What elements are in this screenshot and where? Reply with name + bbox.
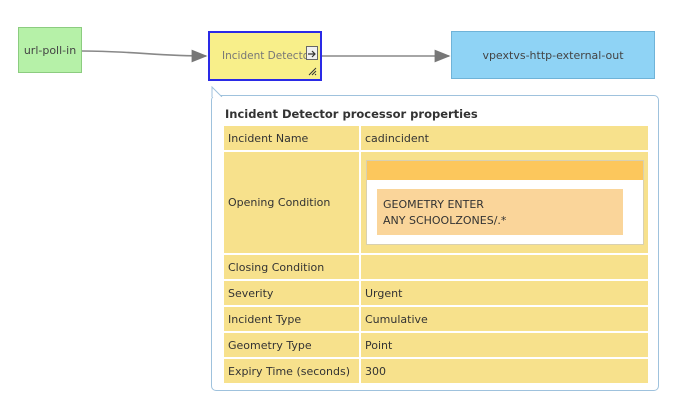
node-url-poll-in[interactable]: url-poll-in — [18, 27, 82, 73]
property-value[interactable] — [361, 255, 648, 279]
table-row: Expiry Time (seconds) 300 — [224, 359, 648, 383]
table-row: Closing Condition — [224, 255, 648, 279]
condition-expression[interactable]: GEOMETRY ENTER ANY SCHOOLZONES/.* — [377, 189, 623, 235]
condition-line: GEOMETRY ENTER — [383, 198, 484, 211]
table-row: Opening Condition GEOMETRY ENTER ANY SCH… — [224, 152, 648, 253]
node-incident-detector-label: Incident Detector — [222, 50, 314, 62]
table-row: Geometry Type Point — [224, 333, 648, 357]
resize-handle-icon[interactable] — [308, 67, 317, 76]
opening-condition-editor[interactable]: GEOMETRY ENTER ANY SCHOOLZONES/.* — [366, 160, 644, 245]
property-key: Incident Name — [224, 126, 361, 150]
output-port-icon[interactable] — [306, 46, 318, 60]
condition-line: ANY SCHOOLZONES/.* — [383, 214, 507, 227]
property-value[interactable]: 300 — [361, 359, 648, 383]
property-value[interactable]: cadincident — [361, 126, 648, 150]
panel-title: Incident Detector processor properties — [225, 107, 478, 121]
property-key: Closing Condition — [224, 255, 361, 279]
property-value[interactable]: Point — [361, 333, 648, 357]
properties-panel: Incident Detector processor properties I… — [211, 86, 659, 391]
property-value[interactable]: Urgent — [361, 281, 648, 305]
property-key: Expiry Time (seconds) — [224, 359, 361, 383]
condition-header-bar — [367, 161, 643, 180]
property-value[interactable]: Cumulative — [361, 307, 648, 331]
property-key: Opening Condition — [224, 152, 361, 253]
panel-pointer-caret — [211, 86, 223, 97]
node-http-external-out[interactable]: vpextvs-http-external-out — [451, 31, 655, 79]
table-row: Incident Type Cumulative — [224, 307, 648, 331]
properties-table: Incident Name cadincident Opening Condit… — [224, 124, 648, 385]
node-url-poll-in-label: url-poll-in — [23, 43, 77, 57]
property-key: Geometry Type — [224, 333, 361, 357]
table-row: Severity Urgent — [224, 281, 648, 305]
node-incident-detector[interactable]: Incident Detector — [208, 31, 322, 81]
property-key: Incident Type — [224, 307, 361, 331]
node-http-external-out-label: vpextvs-http-external-out — [482, 48, 624, 62]
property-key: Severity — [224, 281, 361, 305]
edge-source-to-processor[interactable] — [81, 49, 208, 63]
property-value-cell: GEOMETRY ENTER ANY SCHOOLZONES/.* — [361, 152, 648, 253]
table-row: Incident Name cadincident — [224, 126, 648, 150]
